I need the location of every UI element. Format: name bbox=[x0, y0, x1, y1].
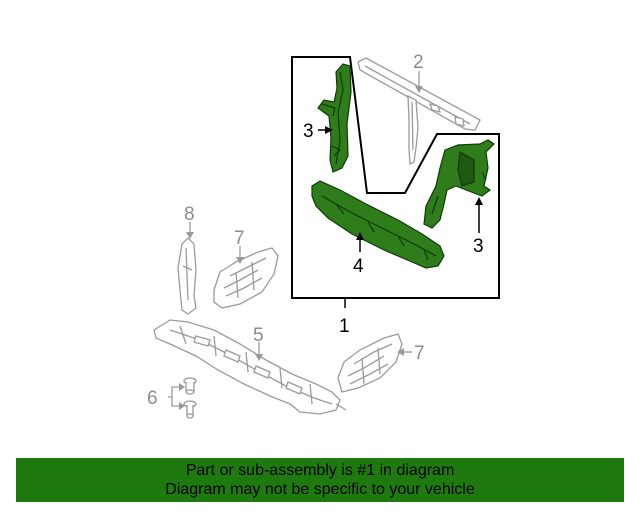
callout-4-label: 4 bbox=[353, 256, 364, 277]
callout-5-label: 5 bbox=[253, 325, 264, 346]
callout-7b-arrow bbox=[397, 348, 404, 356]
right-air-guide-part bbox=[337, 333, 403, 393]
side-bracket-part bbox=[177, 237, 197, 315]
lower-tie-bar-part bbox=[311, 180, 445, 269]
callout-1-label: 1 bbox=[339, 316, 350, 337]
callout-2-label: 2 bbox=[413, 52, 424, 73]
callout-7b-label: 7 bbox=[414, 343, 425, 364]
callout-7a-label: 7 bbox=[234, 228, 245, 249]
clip-part-upper bbox=[183, 377, 197, 395]
callout-3b-label: 3 bbox=[473, 236, 484, 257]
assembly-1-outline bbox=[291, 56, 500, 299]
callout-3a-arrow bbox=[325, 126, 333, 134]
disclaimer-banner: Part or sub-assembly is #1 in diagram Di… bbox=[16, 458, 624, 502]
callout-6-bracket bbox=[168, 386, 180, 407]
callout-7a-arrow bbox=[236, 257, 244, 264]
right-bracket-part bbox=[423, 139, 495, 229]
callout-6-arrow-upper bbox=[179, 383, 185, 391]
clip-part-lower bbox=[183, 400, 197, 419]
callout-8-arrow bbox=[186, 232, 194, 239]
upper-tie-bar-part bbox=[357, 57, 481, 166]
callout-3a-label: 3 bbox=[303, 121, 314, 142]
disclaimer-line-2: Diagram may not be specific to your vehi… bbox=[165, 481, 475, 498]
callout-6-arrow-lower bbox=[179, 402, 185, 410]
callout-8-label: 8 bbox=[184, 204, 195, 225]
callout-4-arrow bbox=[356, 232, 364, 240]
splash-shield-part bbox=[153, 319, 347, 415]
left-air-guide-part bbox=[213, 247, 279, 309]
callout-2-arrow bbox=[415, 86, 423, 93]
callout-6-label: 6 bbox=[147, 388, 158, 409]
callout-3b-arrow bbox=[475, 197, 483, 205]
callout-5-arrow bbox=[255, 354, 263, 361]
disclaimer-line-1: Part or sub-assembly is #1 in diagram bbox=[185, 462, 455, 479]
left-bracket-part bbox=[317, 63, 352, 173]
